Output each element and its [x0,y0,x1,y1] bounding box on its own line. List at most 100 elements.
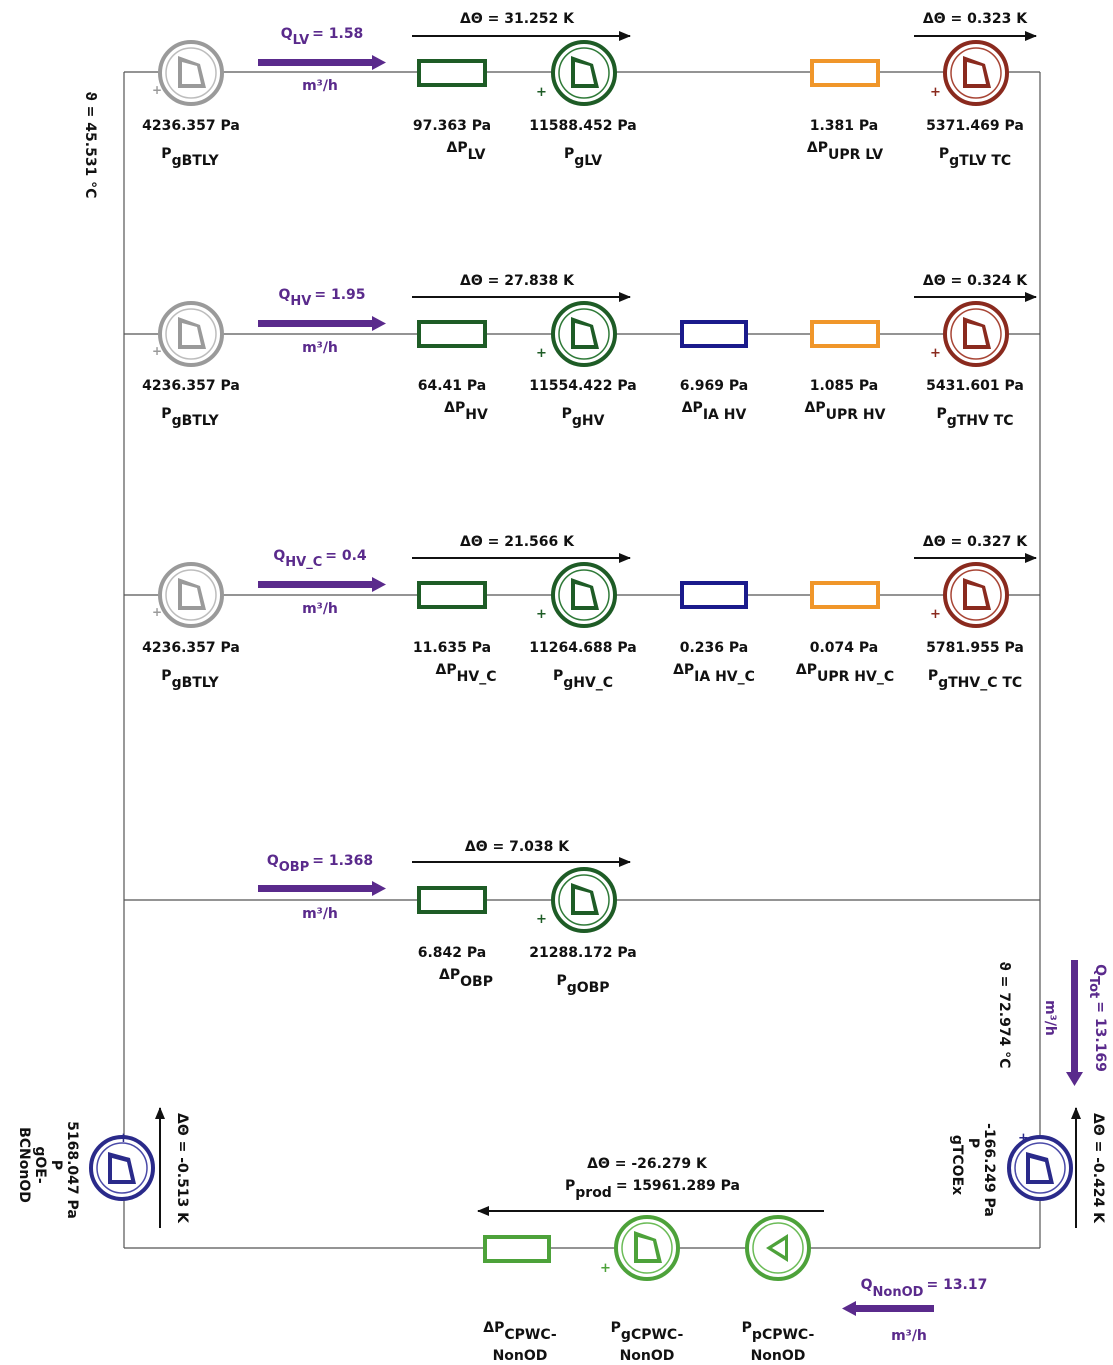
total-flow-arrow [1071,960,1078,1074]
ia-value-hv-c: 0.236 Pa [680,640,749,656]
dp-rect-hv-c[interactable] [417,581,487,609]
pump-symbol-lv: PgLV [564,146,602,169]
flow-label-hv: QHV= 1.95 [278,287,365,309]
dtheta-left: ΔΘ = -0.513 K [174,1113,190,1224]
right-exchanger-value: -166.249 Pa [981,1123,997,1217]
valve-icon [963,317,991,349]
dtheta-lv: ΔΘ = 31.252 K [460,11,575,27]
svg-text:+: + [118,1131,129,1146]
upr-value-lv: 1.381 Pa [810,118,879,134]
flow-arrow-nonod [854,1305,934,1312]
flow-arrow-lv [258,59,374,66]
tc-symbol-hv: PgTHV TC [936,406,1013,429]
exchanger-icon [1026,1152,1054,1184]
source-valve-lv[interactable]: + [152,40,224,106]
ia-symbol-hv: ΔPIA HV [682,400,747,423]
dp-rect-bottom[interactable] [483,1235,551,1263]
pump-symbol-hv-c: PgHV_C [553,668,613,691]
source-valve-hv[interactable]: + [152,301,224,367]
upr-rect-hv-c[interactable] [810,581,880,609]
tc-value-lv: 5371.469 Pa [926,118,1024,134]
pump-symbol-obp: PgOBP [556,973,609,996]
pump-value-hv: 11554.422 Pa [529,378,636,394]
flow-arrow-hv-c [258,581,374,588]
right-exchanger-sub: gTCOEx [949,1135,965,1195]
pump-obp[interactable]: + [536,867,617,933]
svg-text:+: + [536,607,547,622]
svg-text:+: + [536,85,547,100]
tc-valve-hv-c[interactable]: + [930,562,1009,628]
dp-rect-lv[interactable] [417,59,487,87]
dp-symbol-lv: ΔPLV [447,140,486,163]
flow-label-lv: QLV= 1.58 [281,26,364,48]
total-flow-label: QTot= 13.169 [1086,964,1108,1072]
exchanger-valve-left[interactable]: + [89,1131,155,1201]
branch-obp: QOBP= 1.368 m³/h ΔΘ = 7.038 K + 6.842 Pa… [258,839,637,996]
svg-text:+: + [536,912,547,927]
svg-text:+: + [930,607,941,622]
left-exchanger-sub-line-2: BCNonOD [16,1127,32,1203]
flow-label-obp: QOBP= 1.368 [267,853,373,875]
upr-symbol-lv: ΔPUPR LV [807,140,883,163]
svg-text:+: + [930,346,941,361]
dtheta-hv-c: ΔΘ = 21.566 K [460,534,575,550]
tc-valve-lv[interactable]: + [930,40,1009,106]
exchanger-valve-right[interactable]: + [1007,1131,1073,1201]
production-pump[interactable] [745,1215,811,1281]
prod-symbol-bottom-line-2: NonOD [751,1348,806,1364]
pump-icon [571,578,599,610]
svg-text:+: + [536,346,547,361]
left-exchanger: + ΔΘ = -0.513 K 5168.047 Pa P gOE- BCNon… [16,1107,190,1228]
dtheta-tc-hv: ΔΘ = 0.324 K [923,273,1028,289]
dp-rect-hv[interactable] [417,320,487,348]
dtheta-hv: ΔΘ = 27.838 K [460,273,575,289]
dp-value-lv: 97.363 Pa [413,118,491,134]
pump-lv[interactable]: + [536,40,617,106]
pump-hv-c[interactable]: + [536,562,617,628]
upr-rect-lv[interactable] [810,59,880,87]
ia-rect-hv[interactable] [680,320,748,348]
pump-value-hv-c: 11264.688 Pa [529,640,636,656]
svg-text:+: + [1018,1131,1029,1146]
ia-rect-hv-c[interactable] [680,581,748,609]
upr-symbol-hv-c: ΔPUPR HV_C [796,662,894,685]
tc-value-hv-c: 5781.955 Pa [926,640,1024,656]
production-section: ΔΘ = -26.279 K Pprod= 15961.289 Pa + QNo… [477,1156,987,1364]
pump-cpwc[interactable]: + [600,1215,680,1281]
source-valve-hv-c[interactable]: + [152,562,224,628]
dtheta-right: ΔΘ = -0.424 K [1090,1113,1106,1224]
prod-pressure: Pprod= 15961.289 Pa [565,1178,740,1201]
source-symbol-lv: PgBTLY [161,146,219,169]
source-value-hv: 4236.357 Pa [142,378,240,394]
upr-symbol-hv: ΔPUPR HV [805,400,886,423]
pump-value-lv: 11588.452 Pa [529,118,636,134]
pump-symbol-hv: PgHV [562,406,605,429]
dp-symbol-obp: ΔPOBP [439,967,493,990]
upr-rect-hv[interactable] [810,320,880,348]
pump-hv[interactable]: + [536,301,617,367]
flow-unit-hv-c: m³/h [302,601,338,617]
upr-value-hv-c: 0.074 Pa [810,640,879,656]
exchanger-icon [108,1152,136,1184]
left-exchanger-value: 5168.047 Pa [64,1121,80,1219]
dp-value-obp: 6.842 Pa [418,945,487,961]
flow-unit-nonod: m³/h [891,1328,927,1344]
dp-symbol-bottom: ΔPCPWC- [483,1320,557,1343]
upr-value-hv: 1.085 Pa [810,378,879,394]
source-symbol-hv: PgBTLY [161,406,219,429]
tc-valve-hv[interactable]: + [930,301,1009,367]
pump-icon [634,1231,662,1263]
branch-hv-c: QHV_C= 0.4 m³/h ΔΘ = 21.566 K ΔΘ = 0.327… [142,534,1037,691]
valve-icon [178,578,206,610]
dtheta-bottom: ΔΘ = -26.279 K [587,1156,708,1172]
dp-rect-obp[interactable] [417,886,487,914]
ia-symbol-hv-c: ΔPIA HV_C [673,662,755,685]
svg-text:+: + [600,1261,611,1276]
flow-arrow-hv [258,320,374,327]
pump-symbol-bottom: PgCPWC- [611,1320,684,1343]
valve-icon [963,578,991,610]
left-exchanger-sub-line-1: gOE- [32,1146,48,1183]
flow-label-hv-c: QHV_C= 0.4 [273,548,367,570]
pump-value-obp: 21288.172 Pa [529,945,636,961]
